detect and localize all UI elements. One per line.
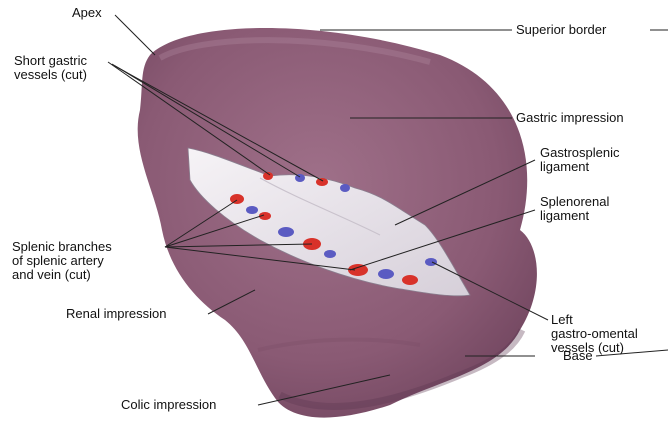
label-short-gastric-vessels: Short gastric vessels (cut) [14,54,87,82]
label-splenorenal-ligament: Splenorenal ligament [540,195,609,223]
label-renal-impression: Renal impression [66,307,166,321]
vein-cut [340,184,350,192]
leader-apex [115,15,155,55]
label-superior-border: Superior border [516,23,606,37]
vein-cut [324,250,336,258]
vein-cut [425,258,437,266]
artery-cut [316,178,328,186]
label-colic-impression: Colic impression [121,398,216,412]
vein-cut [278,227,294,237]
label-apex: Apex [72,6,102,20]
label-splenic-branches: Splenic branches of splenic artery and v… [12,240,112,282]
label-base: Base [563,349,593,363]
label-gastrosplenic-ligament: Gastrosplenic ligament [540,146,619,174]
label-gastric-impression: Gastric impression [516,111,624,125]
vein-cut [378,269,394,279]
artery-cut [402,275,418,285]
vein-cut [246,206,258,214]
artery-cut [230,194,244,204]
